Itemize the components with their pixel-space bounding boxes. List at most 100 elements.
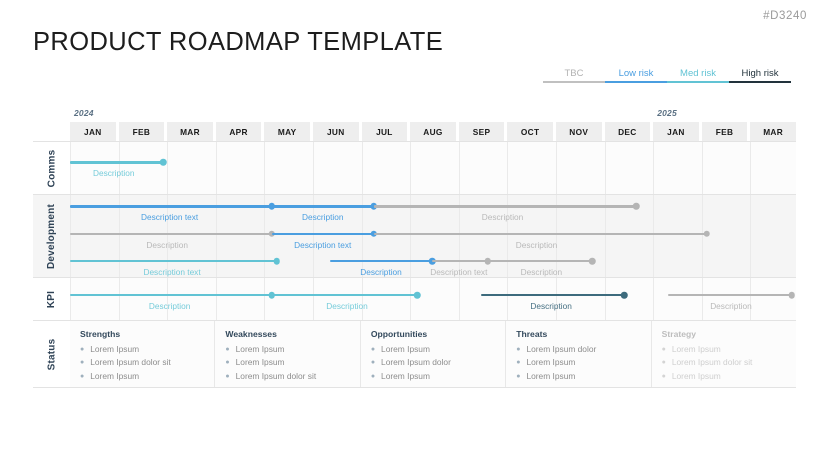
timeline-bar[interactable]	[271, 205, 374, 208]
gridlines	[70, 278, 796, 320]
status-item-text: Lorem Ipsum	[381, 344, 430, 354]
gridline-cell	[604, 195, 651, 277]
gridline-cell	[604, 278, 651, 320]
milestone-dot[interactable]	[160, 159, 167, 166]
gridline-cell	[118, 142, 165, 194]
timeline-bar[interactable]	[271, 232, 374, 235]
status-list-item: ● Lorem Ipsum	[225, 356, 353, 369]
legend-item-high[interactable]: High risk	[729, 68, 791, 83]
milestone-dot[interactable]	[788, 291, 795, 299]
status-list-item: ● Lorem Ipsum	[516, 356, 644, 369]
gridline-cell	[264, 195, 310, 277]
milestone-dot[interactable]	[703, 230, 710, 237]
month-cell-0: JAN	[70, 122, 116, 141]
bullet-icon: ●	[225, 359, 230, 367]
timeline-bar[interactable]	[487, 259, 593, 263]
bullet-icon: ●	[370, 346, 376, 353]
gridline-cell	[604, 142, 651, 194]
month-cell-4: MAY	[264, 122, 310, 141]
lane-separator	[33, 320, 796, 321]
gridline-cell	[312, 142, 359, 194]
status-list-item: ●Lorem Ipsum	[371, 370, 499, 383]
month-cell-8: SEP	[458, 122, 505, 141]
timeline-bar-label: Description	[301, 212, 344, 223]
bullet-icon: ●	[225, 372, 230, 380]
timeline-bar[interactable]	[271, 293, 418, 297]
milestone-dot[interactable]	[273, 257, 280, 265]
timeline-bar[interactable]	[330, 259, 433, 263]
timeline-bar-label: Description	[146, 239, 188, 250]
gridline-cell	[118, 278, 165, 320]
month-cell-7: AUG	[410, 122, 456, 141]
lane-label-text: Comms	[46, 149, 57, 187]
lane-separator	[33, 141, 796, 142]
legend-item-low[interactable]: Low risk	[605, 68, 667, 83]
lane-label-text: Development	[46, 203, 57, 269]
status-column-heading: Strengths	[80, 329, 121, 339]
timeline-bar[interactable]	[480, 293, 625, 297]
timeline-bar-label: Description	[710, 300, 752, 311]
status-column-weaknesses: Weaknesses●Lorem Ipsum●Lorem Ipsum●Lorem…	[214, 321, 359, 387]
milestone-dot[interactable]	[589, 257, 596, 265]
status-column-strategy: Strategy●Lorem Ipsum●Lorem Ipsum dolor s…	[650, 321, 796, 387]
milestone-dot[interactable]	[620, 291, 628, 299]
timeline-bar[interactable]	[70, 259, 277, 263]
status-item-text: Lorem Ipsum	[235, 344, 285, 354]
status-list-item: ●Lorem Ipsum dolor sit	[662, 356, 790, 369]
gridline-cell	[653, 142, 699, 194]
milestone-dot[interactable]	[632, 203, 640, 210]
status-list-item: ●Lorem Ipsum	[516, 370, 644, 383]
lane-body-comms: Description	[70, 142, 796, 194]
status-list-item: ●Lorem Ipsum dolor	[516, 343, 644, 356]
gridline-cell	[701, 195, 748, 277]
timeline-bar[interactable]	[70, 232, 272, 235]
bullet-icon: ●	[516, 359, 521, 367]
timeline-bar[interactable]	[667, 293, 792, 297]
year-label-2024: 2024	[74, 108, 94, 118]
legend-rule	[605, 81, 667, 83]
lane-label-status: Status	[33, 321, 70, 387]
lane-label-comms: Comms	[33, 142, 70, 194]
timeline-bar[interactable]	[432, 259, 488, 263]
gridline-cell	[118, 195, 165, 277]
gridline-cell	[312, 195, 359, 277]
month-cell-3: APR	[215, 122, 262, 141]
timeline-bar-label: Description	[520, 266, 563, 277]
gridline-cell	[555, 195, 602, 277]
status-item-text: Lorem Ipsum	[526, 357, 576, 368]
status-list-item: ●Lorem Ipsum	[80, 343, 208, 356]
status-column-heading: Threats	[516, 329, 548, 339]
status-list-item: ●Lorem Ipsum dolor sit	[225, 370, 353, 383]
legend-item-med[interactable]: Med risk	[667, 68, 729, 83]
status-item-text: Lorem Ipsum	[235, 357, 285, 368]
bullet-icon: ●	[661, 359, 666, 367]
timeline-bar[interactable]	[70, 293, 272, 297]
timeline-bar[interactable]	[70, 161, 164, 164]
status-item-text: Lorem Ipsum	[526, 370, 576, 381]
gridline-cell	[653, 278, 699, 320]
lane-label-text: KPI	[46, 290, 57, 308]
timeline-bar-label: Description	[148, 300, 191, 311]
status-item-text: Lorem Ipsum dolor sit	[90, 357, 171, 368]
timeline-bar[interactable]	[373, 205, 637, 208]
timeline-bar[interactable]	[70, 205, 272, 208]
timeline-bar-label: Description text	[141, 212, 199, 223]
gridline-cell	[555, 142, 602, 194]
gridline-cell	[70, 278, 116, 320]
gridline-cell	[653, 195, 699, 277]
gridlines	[70, 195, 796, 277]
gridline-cell	[701, 142, 748, 194]
bullet-icon: ●	[661, 372, 666, 380]
legend-rule	[667, 81, 729, 83]
legend-item-tbc[interactable]: TBC	[543, 68, 605, 83]
milestone-dot[interactable]	[414, 291, 421, 299]
timeline-bar[interactable]	[373, 232, 707, 235]
month-cell-1: FEB	[118, 122, 165, 141]
status-list-item: ●Lorem Ipsum	[662, 343, 790, 356]
timeline-bar-label: Description text	[430, 266, 488, 277]
